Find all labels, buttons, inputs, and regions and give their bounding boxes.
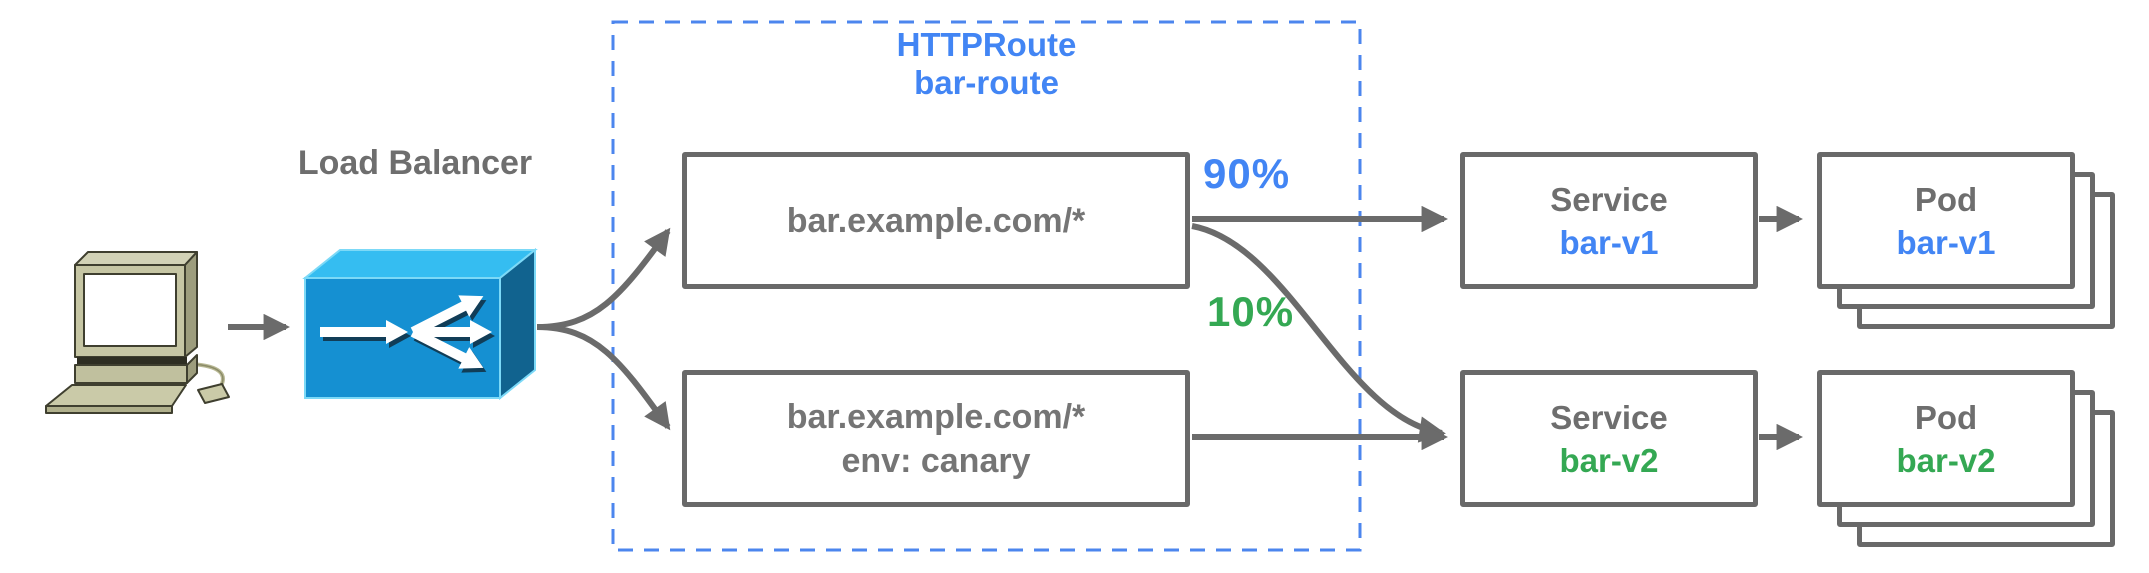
httproute-title: HTTPRoute bar-route [613, 26, 1360, 102]
httproute-name: bar-route [914, 64, 1059, 101]
lb-inbound-arrow [320, 320, 408, 344]
pod-kind: Pod [1914, 180, 1978, 218]
load-balancer-icon [302, 247, 538, 401]
desktop-computer-icon [45, 251, 230, 414]
arrow-rule1-to-service-v2-10 [1191, 223, 1446, 443]
weight-label-90: 90% [1203, 150, 1291, 197]
arrow-lb-to-rule-2 [536, 324, 671, 431]
pod-stack-bar-v2: Pod bar-v2 [1817, 370, 2120, 551]
rule-box-default: bar.example.com/* [682, 152, 1190, 289]
pod-name: bar-v2 [1896, 441, 1996, 479]
pod-card-front: Pod bar-v1 [1817, 152, 2075, 289]
service-kind: Service [1550, 180, 1668, 218]
httproute-dashed-boundary [611, 20, 1362, 552]
service-name: bar-v1 [1559, 223, 1659, 261]
lb-fanout-arrow-mid [413, 320, 492, 344]
weight-label-10: 10% [1207, 288, 1295, 335]
pod-name: bar-v1 [1896, 223, 1996, 261]
service-kind: Service [1550, 398, 1668, 436]
httproute-kind: HTTPRoute [896, 26, 1077, 63]
lb-fanout-arrow-down [410, 327, 484, 369]
service-name: bar-v2 [1559, 441, 1659, 479]
rule-host: bar.example.com/* [786, 397, 1086, 436]
arrow-lb-to-rule-1 [536, 227, 671, 330]
rule-match: env: canary [841, 441, 1031, 480]
pod-card-front: Pod bar-v2 [1817, 370, 2075, 507]
rule-box-canary: bar.example.com/* env: canary [682, 370, 1190, 507]
rule-host: bar.example.com/* [786, 201, 1086, 240]
service-box-bar-v2: Service bar-v2 [1460, 370, 1758, 507]
lb-fanout-arrow-up [410, 295, 484, 337]
service-box-bar-v1: Service bar-v1 [1460, 152, 1758, 289]
load-balancer-label: Load Balancer [297, 144, 533, 182]
pod-stack-bar-v1: Pod bar-v1 [1817, 152, 2120, 333]
pod-kind: Pod [1914, 398, 1978, 436]
